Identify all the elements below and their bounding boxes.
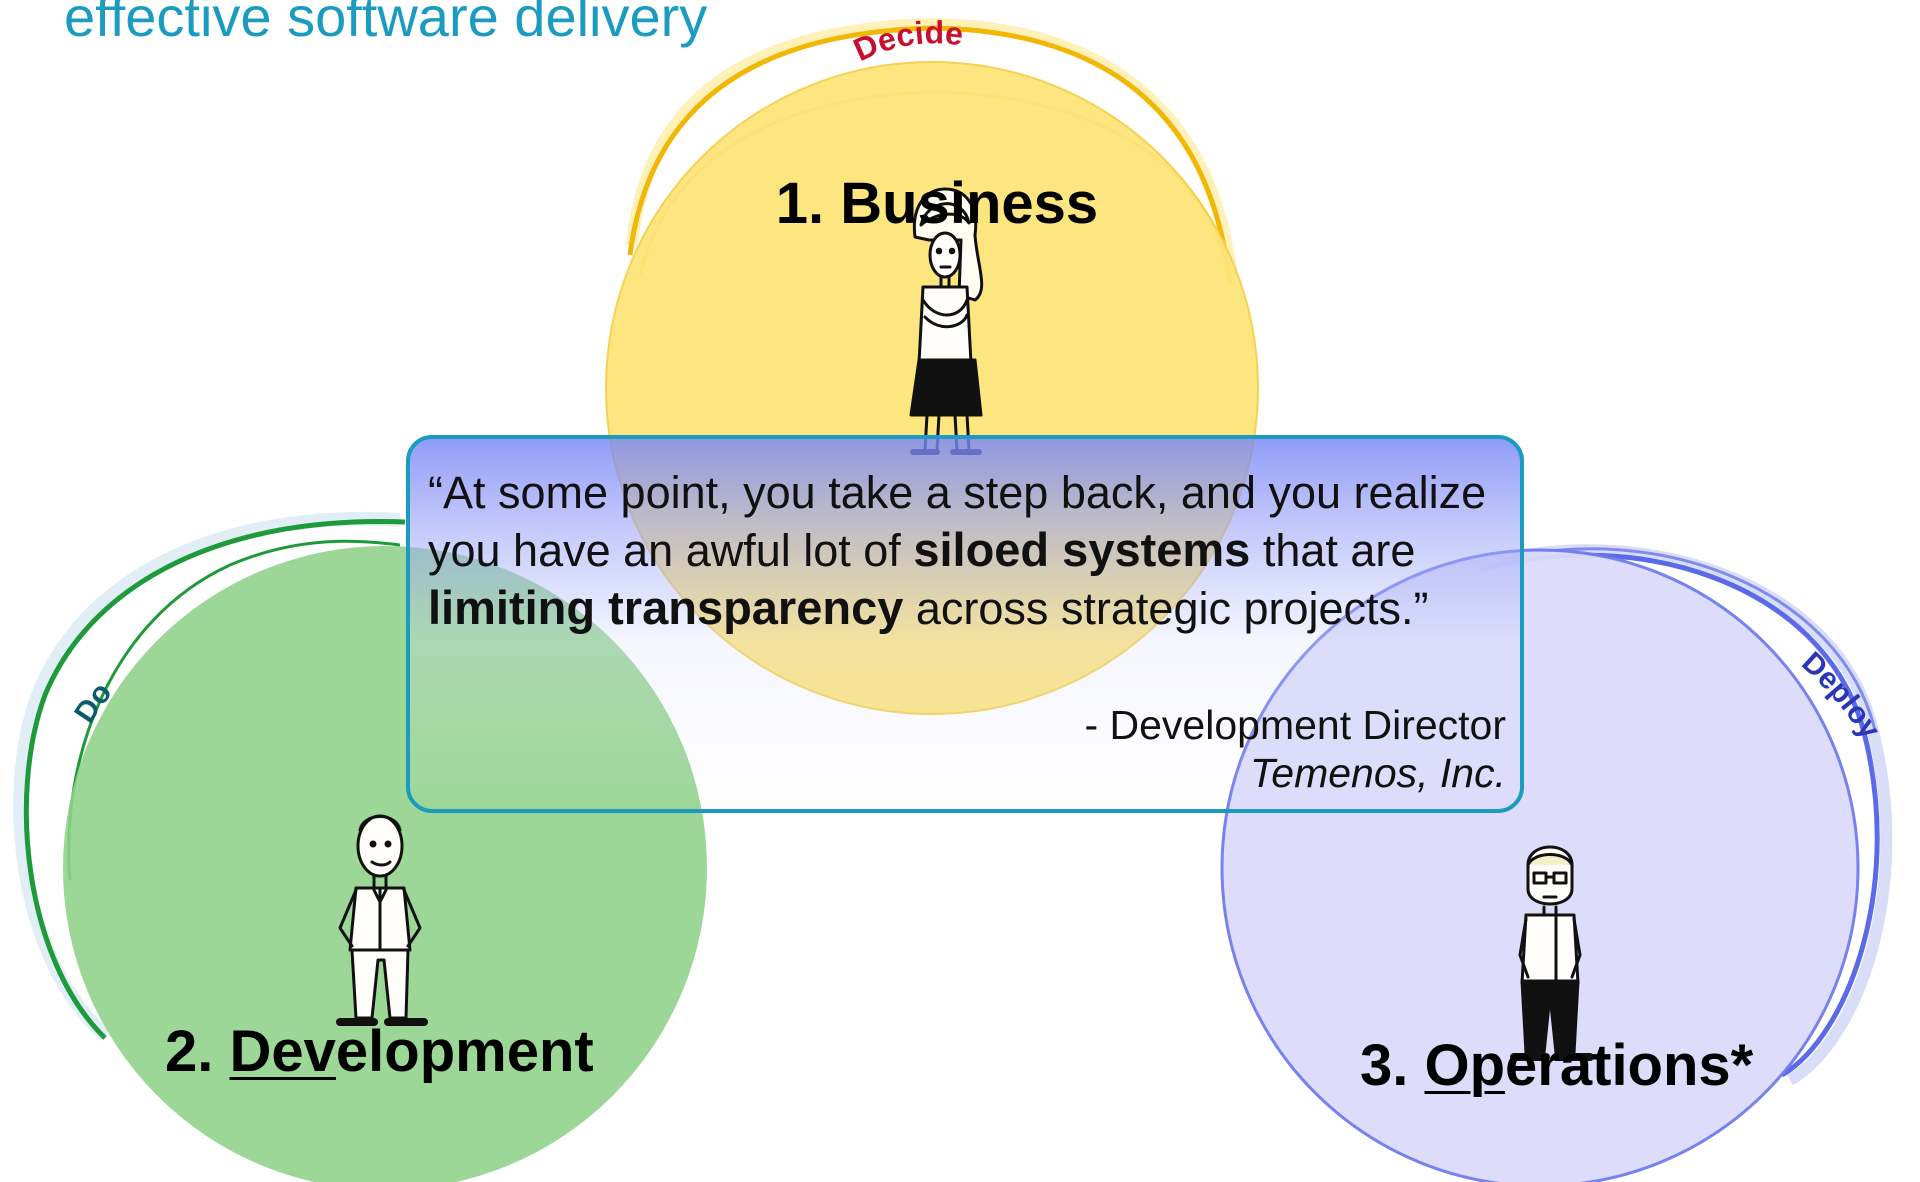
business-name: Business <box>840 171 1099 236</box>
development-name-rest: elopment <box>335 1019 594 1084</box>
page-title: effective software delivery <box>64 0 708 48</box>
operations-arc-shadow <box>1478 544 1893 1086</box>
quote-emphasis-limiting: limiting transparency <box>428 581 904 634</box>
development-arc <box>23 518 406 1040</box>
quote-text: “At some point, you take a step back, an… <box>428 464 1490 637</box>
operations-number: 3. <box>1360 1033 1409 1098</box>
quote-mid: that are <box>1250 525 1416 576</box>
quote-open: “At some point, you take a step back, an… <box>428 467 1487 576</box>
man-character-icon <box>336 814 428 1026</box>
operations-name-rest: erations* <box>1505 1033 1754 1098</box>
quote-end: across strategic projects.” <box>903 583 1429 634</box>
operations-arc <box>1479 552 1880 1078</box>
development-name-underlined: Dev <box>229 1019 336 1084</box>
operations-name-underlined: Op <box>1424 1033 1506 1098</box>
development-circle-title: 2. Development <box>165 1018 594 1085</box>
business-circle-title: 1. Business <box>0 170 1874 237</box>
decide-arc-label: Decide <box>848 14 965 68</box>
operations-circle-title: 3. Operations* <box>1360 1032 1753 1099</box>
decide-arc-textpath: Decide <box>848 14 965 68</box>
business-arc <box>627 25 1233 286</box>
quote-box: “At some point, you take a step back, an… <box>406 435 1524 813</box>
development-number: 2. <box>165 1019 214 1084</box>
business-number: 1. <box>775 171 825 236</box>
quote-author: - Development Director <box>1084 702 1506 748</box>
quote-attribution: - Development Director Temenos, Inc. <box>1084 701 1506 797</box>
business-arc-shadow <box>626 17 1238 281</box>
development-arc-shadow <box>13 512 401 1041</box>
quote-emphasis-siloed: siloed systems <box>913 523 1251 576</box>
quote-company: Temenos, Inc. <box>1249 750 1506 796</box>
glasses-man-character-icon <box>1510 845 1594 1061</box>
